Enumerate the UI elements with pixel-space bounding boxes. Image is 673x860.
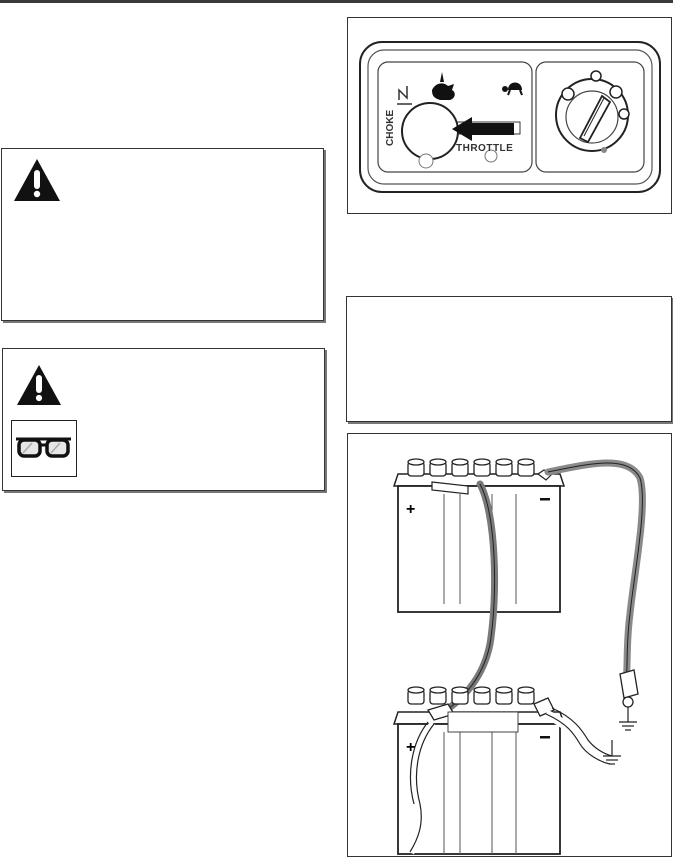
control-panel-drawing: CHOKE THROTTLE [359,41,661,193]
svg-text:+: + [406,501,415,518]
warning-triangle-icon [17,365,61,405]
safety-glasses-icon [11,420,77,477]
control-panel-figure: CHOKE THROTTLE [347,17,672,214]
svg-text:+: + [406,739,415,756]
battery-jumper-figure: + [347,433,672,857]
ground-symbol-icon [603,740,621,765]
battery-top: + [392,458,566,613]
warning-box-2 [2,348,325,491]
warning-triangle-icon [14,159,60,201]
battery-drawing: + [392,458,646,855]
ground-clamp [619,669,639,708]
choke-label: CHOKE [385,110,396,146]
throttle-label: THROTTLE [456,143,513,154]
note-box [346,296,672,422]
page-top-rule [0,0,673,3]
ground-symbol-icon [619,707,637,731]
warning-box-1 [1,148,324,321]
